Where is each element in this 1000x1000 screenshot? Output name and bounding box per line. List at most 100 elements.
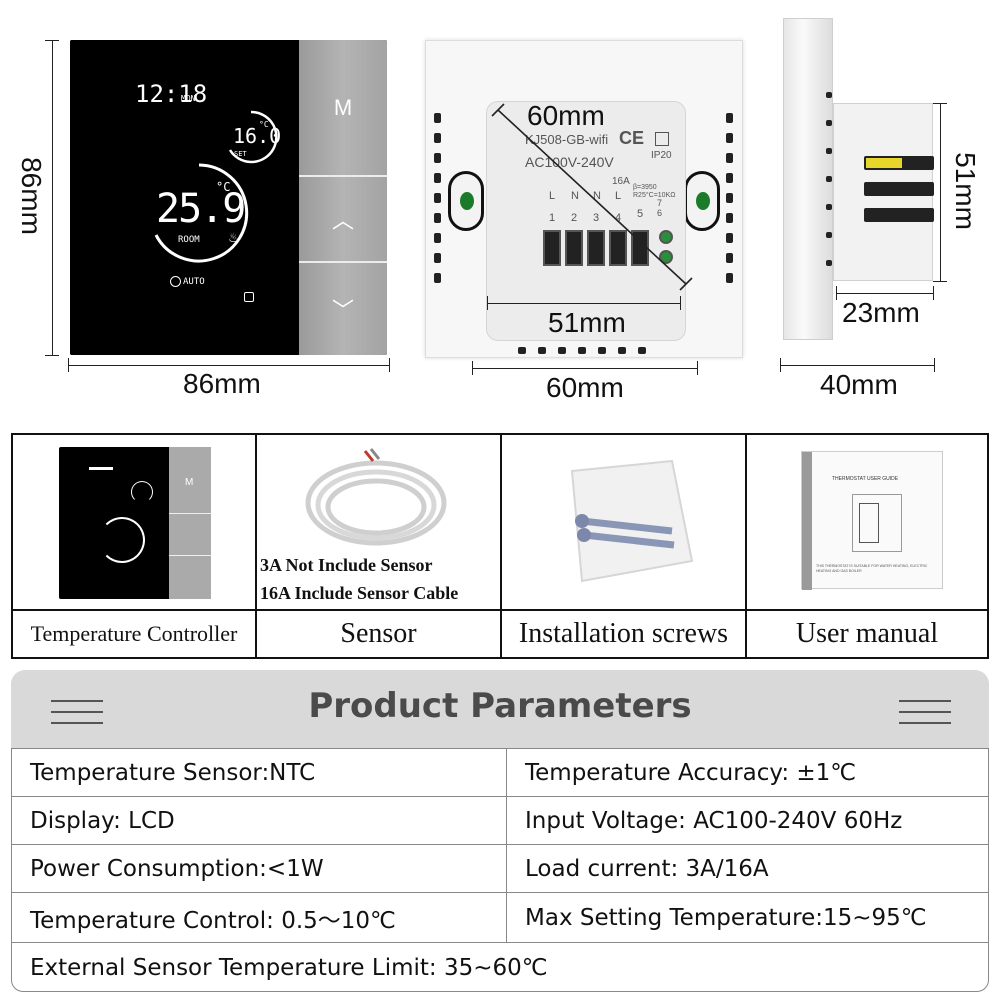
set-temp-value: 16.0 [233,124,282,148]
parameter-voltage: Input Voltage: AC100-240V 60Hz [506,797,988,844]
caption-screws: Installation screws [518,618,729,649]
room-temp-unit: °C [216,180,231,194]
back-width-dimension-line [472,368,698,369]
terminal-label-4: L [615,190,622,202]
package-contents: M Temperature Controller 3A Not Include … [11,433,989,659]
side-depth-dimension-line [836,293,934,294]
caption-manual: User manual [795,618,939,649]
up-button[interactable]: ︿ [299,177,387,263]
thermostat-back-panel: KJ508-GB-wifi CE IP20 AC100V-240V 16A β=… [425,40,743,358]
sensor-note-16a: 16A Include Sensor Cable [260,583,459,603]
ip-rating: IP20 [651,150,672,161]
decor-lines-left-icon [51,700,103,724]
voltage-label: AC100V-240V [525,154,614,170]
front-width-label: 86mm [183,368,261,399]
set-temp-label: SET [234,150,247,158]
parameter-row: Temperature Control: 0.5～10℃ Max Setting… [12,893,988,943]
back-diagonal-label: 60mm [527,100,605,131]
keypad: M ︿ ﹀ [299,40,387,355]
side-plate [783,18,833,340]
screws-bag-image [570,459,694,583]
model-label: KJ508-GB-wifi [525,132,609,147]
side-width-label: 40mm [820,369,898,400]
sensor-note-3a: 3A Not Include Sensor [260,555,433,575]
back-module: KJ508-GB-wifi CE IP20 AC100V-240V 16A β=… [486,101,686,341]
parameter-row: Power Consumption:<1W Load current: 3A/1… [12,845,988,893]
parameter-external-limit: External Sensor Temperature Limit: 35~60… [30,955,548,981]
set-temp-unit: °C [259,120,269,129]
terminal-mark-6: 6 [657,208,663,218]
parameter-max-setting: Max Setting Temperature:15~95℃ [506,893,988,942]
back-inner-width-label: 51mm [548,307,626,338]
package-item-sensor: 3A Not Include Sensor 16A Include Sensor… [257,435,502,657]
terminal-4 [609,230,627,266]
inner-width-dimension-line [487,303,681,304]
current-label: 16A [612,176,630,187]
terminal-label-2: N [571,190,579,202]
chevron-down-icon: ﹀ [331,298,354,323]
parameter-row: External Sensor Temperature Limit: 35~60… [12,943,988,991]
width-dimension-line [68,365,390,366]
terminal-label-3: N [593,190,601,202]
back-width-label: 60mm [546,372,624,403]
product-parameters: Product Parameters Temperature Sensor:NT… [11,670,989,992]
parameter-display: Display: LCD [30,807,175,834]
down-button[interactable]: ﹀ [299,263,387,355]
menu-button[interactable]: M [299,40,387,177]
ce-mark: CE [619,128,645,148]
terminal-3 [587,230,605,266]
manual-footer: THIS THERMOSTAT IS SUITABLE FOR WATER HE… [816,564,928,573]
clock-icon [170,276,181,287]
chevron-up-icon: ︿ [331,208,354,233]
caption-sensor: Sensor [340,618,417,649]
terminal-1 [543,230,561,266]
sensor-cable-image [305,448,447,546]
front-height-label: 86mm [15,157,47,235]
sensor-terminal-1 [659,230,673,244]
parameter-row: Temperature Sensor:NTC Temperature Accur… [12,749,988,797]
parameter-control: Temperature Control: 0.5～10℃ [30,907,396,934]
height-dimension-line [52,40,53,356]
controller-thumbnail: M [59,447,211,599]
parameter-row: Display: LCD Input Voltage: AC100-240V 6… [12,797,988,845]
flame-icon: ♨ [228,230,240,245]
terminal-number-3: 3 [593,212,600,224]
double-insulation-icon [655,132,669,146]
caption-controller: Temperature Controller [30,621,238,646]
side-width-dimension-line [780,365,935,366]
manual-title: THERMOSTAT USER GUIDE [832,476,899,482]
diagonal-dimension-line [491,103,693,291]
parameter-power: Power Consumption:<1W [30,855,324,882]
package-item-manual: THERMOSTAT USER GUIDE THIS THERMOSTAT IS… [747,435,989,657]
sensor-terminal-2 [659,250,673,264]
terminal-number-1: 1 [549,212,556,224]
r25-label: R25°C=10KΩ [633,192,676,199]
side-height-label: 51mm [949,152,981,230]
terminal-label-1: L [549,190,556,202]
room-temp-ring [154,163,249,263]
room-label: ROOM [178,235,200,245]
beta-label: β=3950 [633,184,657,191]
terminal-mark-7: 7 [657,198,663,208]
terminal-label-5: 5 [637,208,644,220]
lock-icon [244,292,254,302]
room-temp-value: 25.9 [156,186,246,232]
parameter-accuracy: Temperature Accuracy: ±1℃ [506,749,988,796]
manual-image: THERMOSTAT USER GUIDE THIS THERMOSTAT IS… [801,451,943,590]
lcd-glass: 12:18 MON 16.0 °C SET 25.9 °C ROOM ♨ AUT… [70,40,299,355]
clock-day: MON [181,94,196,103]
mode-label: AUTO [183,277,205,287]
parameters-title: Product Parameters [308,686,692,726]
set-temp-ring [228,110,278,164]
side-body [833,103,934,281]
package-item-controller: M Temperature Controller [13,435,257,657]
terminal-number-4: 4 [615,212,622,224]
package-item-screws: Installation screws [502,435,747,657]
side-depth-label: 23mm [842,297,920,328]
left-mounting-hole [448,171,484,231]
decor-lines-right-icon [899,700,951,724]
parameters-table: Temperature Sensor:NTC Temperature Accur… [11,748,989,992]
terminal-number-2: 2 [571,212,578,224]
thermostat-front-panel: 12:18 MON 16.0 °C SET 25.9 °C ROOM ♨ AUT… [70,40,387,355]
parameter-load-current: Load current: 3A/16A [506,845,988,892]
